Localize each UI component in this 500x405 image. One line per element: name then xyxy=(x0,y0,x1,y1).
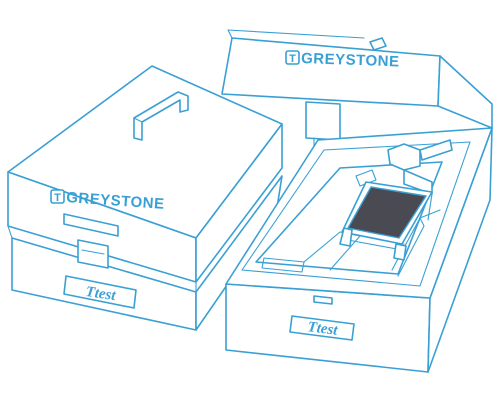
left-seam-line xyxy=(7,225,13,239)
right-inner-cavity xyxy=(241,141,471,287)
right-lid-rim xyxy=(227,29,365,39)
right-base-latch xyxy=(313,295,333,305)
phone-holder-clip xyxy=(339,227,353,247)
right-open-case: T GREYSTONE xyxy=(221,29,493,373)
right-brand-text: GREYSTONE xyxy=(301,50,400,70)
right-fixture-arm xyxy=(387,139,453,221)
right-logo-text: Ttest xyxy=(307,319,340,339)
brand-mark-icon xyxy=(285,50,300,65)
phone-screen xyxy=(347,186,427,239)
left-carry-handle xyxy=(133,91,189,141)
phone-holder-clip xyxy=(393,243,407,261)
left-ttest-logo: Ttest xyxy=(63,275,137,309)
left-latch-slot xyxy=(63,213,119,237)
right-ttest-logo: Ttest xyxy=(289,315,355,341)
left-latch xyxy=(77,239,109,269)
brand-mark-icon xyxy=(50,189,65,204)
right-lid-hinge xyxy=(369,37,387,51)
brand-mark-glyph: T xyxy=(289,53,296,65)
right-lid-side xyxy=(437,55,493,129)
left-logo-text: Ttest xyxy=(85,284,118,304)
right-brand-logo: T GREYSTONE xyxy=(285,50,400,70)
left-brand-logo: T GREYSTONE xyxy=(50,189,165,213)
right-lid-panel xyxy=(221,37,441,107)
right-phone-device xyxy=(341,181,433,251)
left-closed-case: T GREYSTONE Ttest xyxy=(7,65,283,331)
left-brand-text: GREYSTONE xyxy=(66,189,165,213)
left-lid-side xyxy=(195,123,283,283)
brand-mark-glyph: T xyxy=(54,192,61,204)
